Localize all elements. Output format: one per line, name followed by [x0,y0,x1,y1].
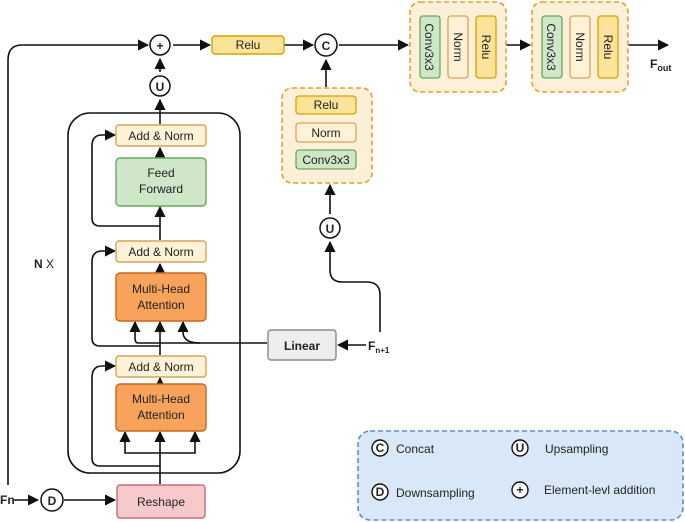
legend-addition-symbol: + [516,483,523,497]
connections [7,39,670,506]
cross-attention-block [115,272,207,322]
upsampling-symbol: U [156,80,165,94]
legend-downsampling-symbol: D [376,485,385,499]
legend-concat-symbol: C [376,441,385,455]
conv-group-1-relu-label: Relu [479,35,493,60]
feed-forward-label-1: Feed [147,166,174,180]
add-norm-label-2: Add & Norm [128,245,193,259]
add-norm-label-1: Add & Norm [128,129,193,143]
feed-forward-block [115,157,207,207]
upsampling-icon-2 [319,217,341,239]
linear-block [267,329,337,361]
conv-group-2-conv-label: Conv3x3 [544,23,558,71]
conv-group-1-conv [419,15,441,79]
conv-group-2-norm-label: Norm [573,32,587,61]
concat-symbol: C [322,39,331,53]
conv-group-2-conv [541,15,563,79]
self-attention-label-2: Attention [137,408,184,422]
self-attention-block [115,383,207,432]
upsampling-icon [149,75,171,97]
upsampling-symbol-2: U [326,222,335,236]
legend-addition-icon [511,481,529,499]
refine-norm-label: Norm [311,126,340,140]
add-norm-block-1 [115,124,207,147]
repeat-label: N X [34,257,54,271]
cross-attention-label-1: Multi-Head [132,282,190,296]
cross-attention-label-2: Attention [137,298,184,312]
feed-forward-label-2: Forward [139,182,183,196]
conv-group-1-conv-label: Conv3x3 [422,23,436,71]
refine-conv [295,149,357,170]
legend-addition-label: Element-levl addition [544,483,655,497]
legend-upsampling-symbol: U [516,441,525,455]
refine-norm [295,122,357,143]
reshape-block [116,484,206,519]
next-feature-label: Fn+1 [368,339,390,355]
conv-group-1-relu [475,15,497,79]
downsampling-symbol: D [48,494,57,508]
plus-symbol: + [156,39,163,53]
plus-icon [149,34,171,56]
concat-icon [314,33,338,57]
conv-group-2-relu-label: Relu [601,35,615,60]
legend-concat-label: Concat [396,442,435,456]
conv-group-1-norm-label: Norm [451,32,465,61]
legend-downsampling-icon [371,483,389,501]
self-attention-label-1: Multi-Head [132,392,190,406]
output-label: Fout [650,57,671,73]
input-feature-label: Fn [0,493,15,507]
legend-concat-icon [371,439,389,457]
legend-box [357,430,684,521]
legend-upsampling-label: Upsampling [545,442,608,456]
legend-downsampling-label: Downsampling [396,486,475,500]
downsampling-icon [40,488,64,512]
reshape-label: Reshape [137,495,185,509]
refine-relu-label: Relu [314,98,339,112]
conv-group-2-norm [569,15,591,79]
add-norm-block-2 [115,240,207,263]
legend-upsampling-icon [511,439,529,457]
refine-relu [295,95,357,115]
linear-label: Linear [284,339,320,353]
conv-group-1-norm [447,15,469,79]
conv-group-2-relu [597,15,619,79]
transformer-block [67,112,241,474]
add-norm-label-3: Add & Norm [128,360,193,374]
relu-label: Relu [236,38,261,52]
relu-block [211,35,285,55]
add-norm-block-3 [115,355,207,378]
refine-conv-label: Conv3x3 [302,153,350,167]
